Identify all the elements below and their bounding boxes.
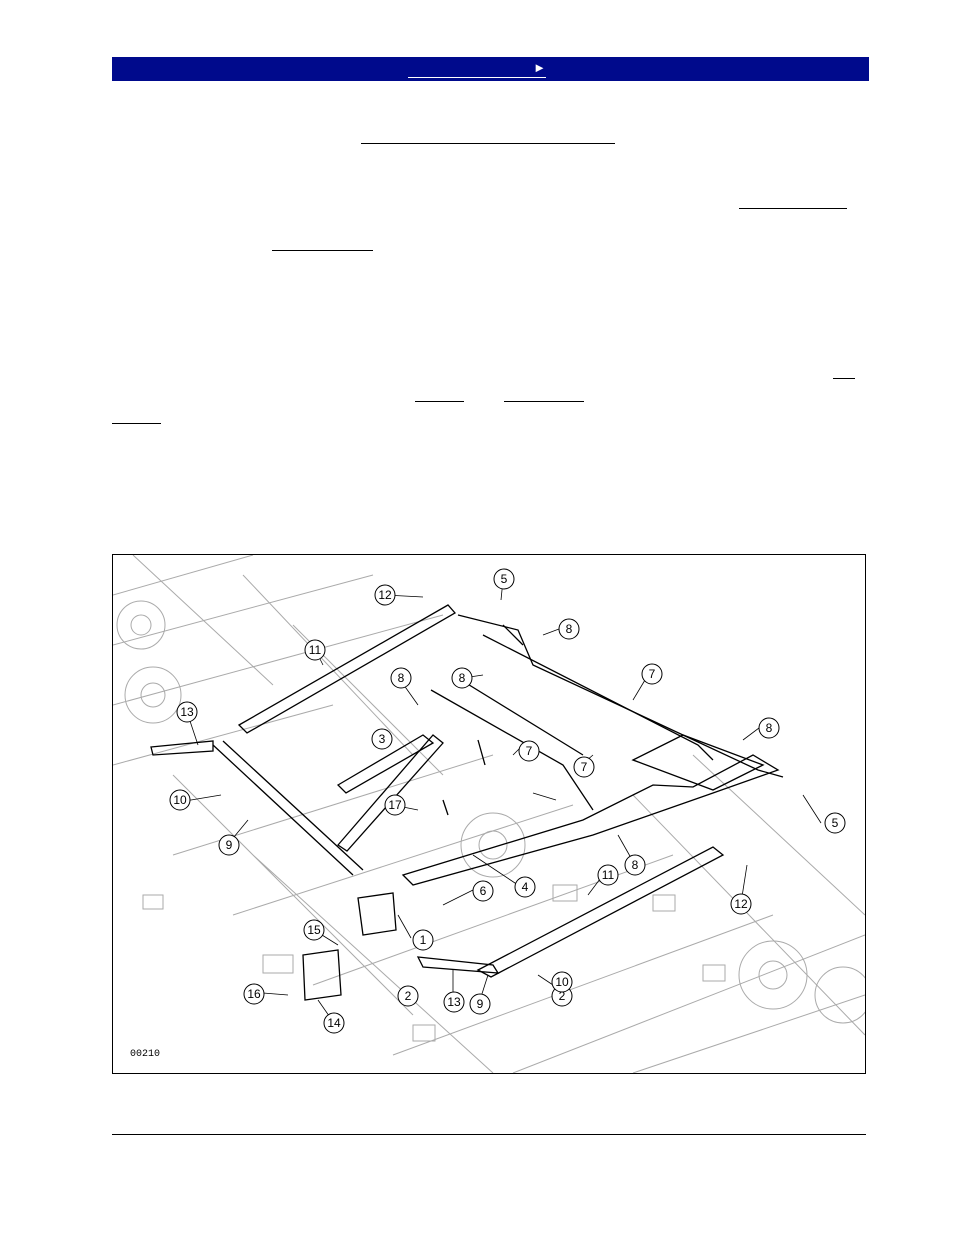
callout-circle — [443, 991, 465, 1013]
callout-circle — [558, 618, 580, 640]
right-triangle-icon: ► — [533, 60, 546, 75]
callout-number: 9 — [477, 997, 484, 1011]
callout-circle — [472, 880, 494, 902]
callout-number: 13 — [447, 995, 461, 1009]
callout-circle — [304, 639, 326, 661]
callout-number: 8 — [398, 671, 405, 685]
callout-circle — [573, 756, 595, 778]
callout-circle — [451, 667, 473, 689]
callout-number: 6 — [480, 884, 487, 898]
callout-circle — [303, 919, 325, 941]
callout-number: 3 — [379, 732, 386, 746]
assembly-parts — [150, 604, 784, 1001]
callout-number: 8 — [459, 671, 466, 685]
callout-number: 7 — [649, 667, 656, 681]
text-link-rule[interactable] — [504, 401, 584, 402]
header-bar: ► — [112, 57, 869, 81]
callout-number: 16 — [247, 987, 261, 1001]
callout-circle — [514, 876, 536, 898]
callout-circle — [624, 854, 646, 876]
callout-number: 12 — [378, 588, 392, 602]
callout-number: 7 — [581, 760, 588, 774]
callout-circle — [374, 584, 396, 606]
callout-number: 9 — [226, 838, 233, 852]
callout-circle — [384, 794, 406, 816]
callout-number: 8 — [566, 622, 573, 636]
callout-circle — [551, 971, 573, 993]
callout-number: 2 — [559, 989, 566, 1003]
callout-number: 2 — [405, 989, 412, 1003]
text-link-rule[interactable] — [739, 208, 847, 209]
callout-number: 10 — [555, 975, 569, 989]
callout-number: 5 — [501, 572, 508, 586]
callout-number: 10 — [173, 793, 187, 807]
callout-number: 14 — [327, 1016, 341, 1030]
callout-number: 4 — [522, 880, 529, 894]
callout-circle — [493, 568, 515, 590]
callout-circle — [758, 717, 780, 739]
text-link-rule[interactable] — [833, 378, 855, 379]
text-link-rule[interactable] — [272, 250, 373, 251]
background-frame — [113, 555, 865, 1073]
callout-circle — [390, 667, 412, 689]
callout-number: 17 — [388, 798, 402, 812]
footer-rule — [112, 1134, 866, 1135]
callout-number: 1 — [420, 933, 427, 947]
callout-circle — [371, 728, 393, 750]
header-nav-link[interactable]: ► — [408, 59, 546, 78]
callout-circle — [323, 1012, 345, 1034]
figure-id: 00210 — [130, 1049, 161, 1060]
section-title-rule — [361, 143, 615, 144]
callout-circle — [730, 893, 752, 915]
callout-circle — [412, 929, 434, 951]
callout-circle — [176, 701, 198, 723]
callout-circle — [218, 834, 240, 856]
callout-circle — [518, 740, 540, 762]
callout-number: 5 — [832, 816, 839, 830]
callout-number: 8 — [766, 721, 773, 735]
callout-number: 8 — [632, 858, 639, 872]
callout-circle — [243, 983, 265, 1005]
callout-circle — [397, 985, 419, 1007]
callout-circle — [597, 864, 619, 886]
callout-number: 11 — [309, 643, 322, 657]
callout-number: 13 — [180, 705, 194, 719]
text-link-rule[interactable] — [112, 423, 161, 424]
callout-circle — [169, 789, 191, 811]
callout-number: 12 — [734, 897, 748, 911]
callout-circle — [824, 812, 846, 834]
callout-circle — [469, 993, 491, 1015]
callout-number: 11 — [602, 868, 615, 882]
callout-number: 7 — [526, 744, 533, 758]
callout-number: 15 — [307, 923, 321, 937]
text-link-rule[interactable] — [415, 401, 464, 402]
callout-circle — [641, 663, 663, 685]
